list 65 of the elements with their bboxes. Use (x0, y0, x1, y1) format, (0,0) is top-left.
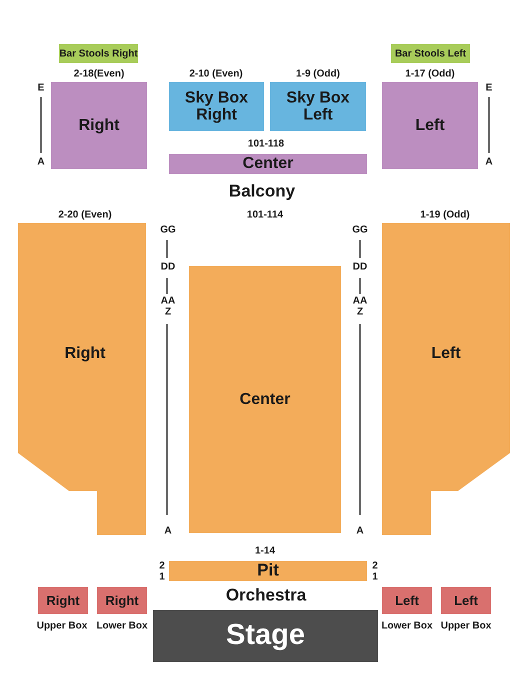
section-label: Right (105, 593, 139, 608)
row-label: 1 (159, 572, 165, 582)
row-label: A (485, 156, 493, 168)
seat-range-label: 1-19 (Odd) (420, 210, 470, 220)
row-label: DD (352, 262, 368, 272)
stage-area (153, 610, 378, 662)
section-heading: Balcony (228, 182, 296, 202)
row-label: 2 (159, 560, 165, 572)
seating-section (51, 82, 147, 169)
section-label: Sky Box Left (285, 88, 351, 124)
seating-section (97, 587, 147, 614)
row-label: AA (352, 296, 368, 306)
section-label: Bar Stools Left (394, 48, 466, 59)
section-label: Left (454, 593, 478, 608)
row-label: 1 (372, 572, 378, 582)
seat-range-label: Upper Box (36, 620, 88, 632)
seating-section (382, 587, 432, 614)
seating-section (270, 82, 366, 131)
section-label: Right (64, 345, 106, 363)
section-label: Pit (257, 562, 279, 580)
row-label: A (356, 526, 364, 536)
section-label: Left (395, 593, 419, 608)
seat-range-label: Upper Box (440, 620, 492, 632)
seat-range-label: 1-9 (Odd) (296, 68, 340, 80)
seating-section (189, 266, 341, 533)
row-label: 2 (372, 560, 378, 572)
row-label: E (38, 82, 44, 94)
row-label: GG (160, 224, 176, 236)
section-label: Right (46, 593, 80, 608)
section-label: Stage (226, 620, 305, 652)
seating-section (441, 587, 491, 614)
section-label: Center (240, 390, 290, 408)
row-label: Z (356, 306, 364, 318)
section-label: Left (415, 116, 445, 134)
row-label: A (164, 526, 172, 536)
seating-section (169, 154, 367, 174)
section-label: Bar Stools Right (59, 48, 138, 59)
row-label: DD (160, 262, 176, 272)
seat-range-label: 2-20 (Even) (58, 210, 112, 220)
seat-range-label: 2-10 (Even) (189, 68, 243, 80)
section-label: Sky Box Right (184, 88, 250, 124)
seating-section (18, 223, 146, 535)
row-label: E (486, 82, 492, 94)
row-label: GG (352, 224, 368, 236)
seating-section (169, 561, 367, 581)
section-heading: Orchestra (226, 586, 306, 606)
row-label: A (37, 156, 45, 168)
section-label: Left (431, 345, 461, 363)
seating-section (382, 82, 478, 169)
seat-range-label: 101-114 (246, 210, 284, 220)
seating-section (391, 44, 470, 63)
seat-range-label: 2-18(Even) (74, 68, 124, 80)
seating-section (169, 82, 264, 131)
seat-range-label: Lower Box (96, 620, 148, 632)
seating-section (38, 587, 88, 614)
row-label: AA (160, 296, 176, 306)
seat-range-label: 1-17 (Odd) (405, 68, 455, 80)
seating-section (59, 44, 138, 63)
section-label: Right (78, 116, 120, 134)
seat-range-label: 101-118 (248, 138, 284, 150)
seat-range-label: Lower Box (381, 620, 433, 632)
seat-range-label: 1-14 (255, 546, 275, 556)
row-label: Z (164, 306, 172, 318)
seating-section (382, 223, 510, 535)
section-label: Center (242, 155, 294, 173)
